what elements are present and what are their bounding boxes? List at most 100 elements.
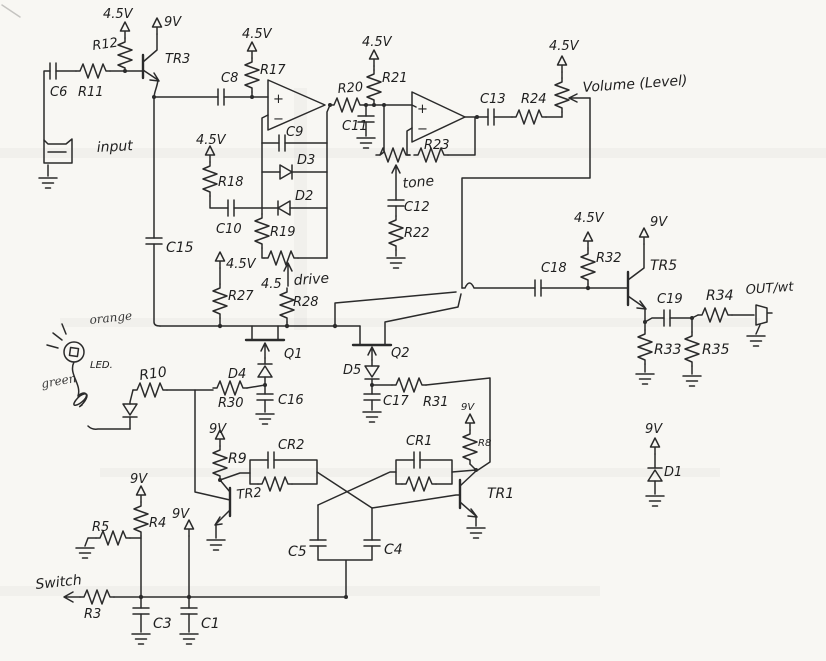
- drive-label: drive: [293, 271, 329, 289]
- junction: [332, 323, 338, 329]
- label-c17: C17: [383, 394, 409, 409]
- tr2-emitter: [214, 509, 231, 526]
- highlight-smudge: [294, 88, 307, 330]
- junction: [475, 115, 479, 119]
- tr5-emitter: [627, 295, 647, 310]
- capacitor-c15: [145, 237, 163, 245]
- label-r17: R17: [260, 63, 286, 78]
- label-4v5: 4.5V: [226, 257, 257, 272]
- label-r32: R32: [596, 251, 622, 266]
- led-indicator: orange LED. green R10: [40, 309, 231, 501]
- label-r34: R34: [706, 288, 734, 304]
- wire: [43, 70, 51, 141]
- ground-symbol: [645, 495, 665, 507]
- supply-arrow-9v: [464, 413, 476, 431]
- label-cr2: CR2: [278, 438, 304, 453]
- tr1-emitter: [459, 501, 478, 518]
- wire: [129, 389, 134, 430]
- label-r30: R30: [218, 396, 244, 411]
- junction: [643, 320, 647, 324]
- label-cr1: CR1: [406, 434, 432, 449]
- wire: [316, 471, 373, 509]
- wire: [153, 243, 161, 327]
- wire: [166, 389, 231, 501]
- ground-symbol: [635, 373, 655, 385]
- capacitor-c18: [534, 279, 542, 297]
- wire: [371, 494, 461, 509]
- d1-section: 9V D1: [645, 422, 682, 507]
- resistor-r20: [329, 97, 365, 113]
- output-jack-symbol: [755, 304, 773, 326]
- label-r21: R21: [382, 71, 408, 86]
- supply-arrow-9v: [638, 227, 650, 245]
- q1-arrow: [260, 342, 270, 359]
- supply-arrow-9v: [151, 17, 163, 35]
- capacitor-c1: [180, 607, 198, 615]
- drive-pot: [263, 250, 299, 266]
- junction: [382, 103, 386, 107]
- diode-d2: [277, 200, 291, 216]
- resistor-r18: [202, 161, 218, 197]
- label-tr3: TR3: [165, 52, 190, 67]
- junction: [152, 95, 156, 99]
- capacitor-cr1: [413, 451, 421, 469]
- resistor-r19: [254, 213, 270, 249]
- scan-band: [100, 468, 720, 477]
- label-d3: D3: [297, 153, 315, 168]
- label-c13: C13: [480, 92, 506, 107]
- resistor-r27: [212, 283, 228, 319]
- input-jack-symbol: [43, 138, 73, 164]
- resistor-r35: [684, 331, 700, 367]
- input-stage: input C6 R11 R12 4.5V 9V TR3: [38, 7, 190, 239]
- capacitor-c16: [256, 393, 274, 401]
- ground-symbol: [131, 633, 151, 645]
- junction: [138, 594, 144, 600]
- wire: [334, 291, 457, 327]
- junction: [250, 95, 254, 99]
- q2-legs: [359, 293, 462, 346]
- label-c4: C4: [384, 542, 403, 558]
- label-9v: 9V: [130, 472, 148, 487]
- label-c16: C16: [278, 393, 304, 408]
- junction-dots: [123, 69, 694, 600]
- volume-control: C13 R24 4.5V Volume (Level): [461, 39, 688, 289]
- wire: [447, 116, 476, 156]
- label-r11: R11: [78, 85, 104, 100]
- junction: [364, 103, 368, 107]
- ground-symbol: [682, 375, 702, 387]
- capacitor-c12: [387, 199, 405, 207]
- resistor-r4: [133, 501, 149, 537]
- scan-band: [60, 318, 760, 327]
- supply-arrow-9v: [183, 519, 195, 537]
- label-c10: C10: [216, 222, 242, 237]
- wire: [261, 104, 331, 259]
- label-c12: C12: [404, 200, 430, 215]
- label-r4: R4: [149, 516, 166, 531]
- output-stage: C18 R32 4.5V 9V TR5 R33 C19 R34 R35 OUT/…: [461, 211, 795, 387]
- label-c9: C9: [286, 125, 303, 140]
- resistor-r24: [511, 109, 547, 125]
- label-r18: R18: [218, 175, 244, 190]
- resistor-r31: [391, 377, 427, 393]
- q2-arrow: [367, 346, 377, 361]
- wire: [209, 195, 263, 209]
- label-q1: Q1: [284, 347, 303, 362]
- opamp2-plus: +: [417, 102, 428, 117]
- label-c6: C6: [50, 85, 67, 100]
- diode-d3: [279, 164, 293, 180]
- label-d1: D1: [664, 465, 682, 480]
- label-9v: 9V: [645, 422, 663, 437]
- label-c8: C8: [221, 71, 238, 86]
- label-c19: C19: [657, 292, 683, 307]
- resistor-r30: [212, 380, 248, 396]
- opamp2-symbol: [411, 91, 466, 143]
- ground-symbol: [206, 539, 226, 551]
- junction: [263, 383, 267, 387]
- resistor-r28: [279, 287, 295, 323]
- supply-arrow-9v: [135, 485, 147, 503]
- led-body: [63, 341, 85, 363]
- ground-symbol: [75, 547, 95, 559]
- label-r23: R23: [424, 138, 450, 153]
- junction: [690, 316, 694, 320]
